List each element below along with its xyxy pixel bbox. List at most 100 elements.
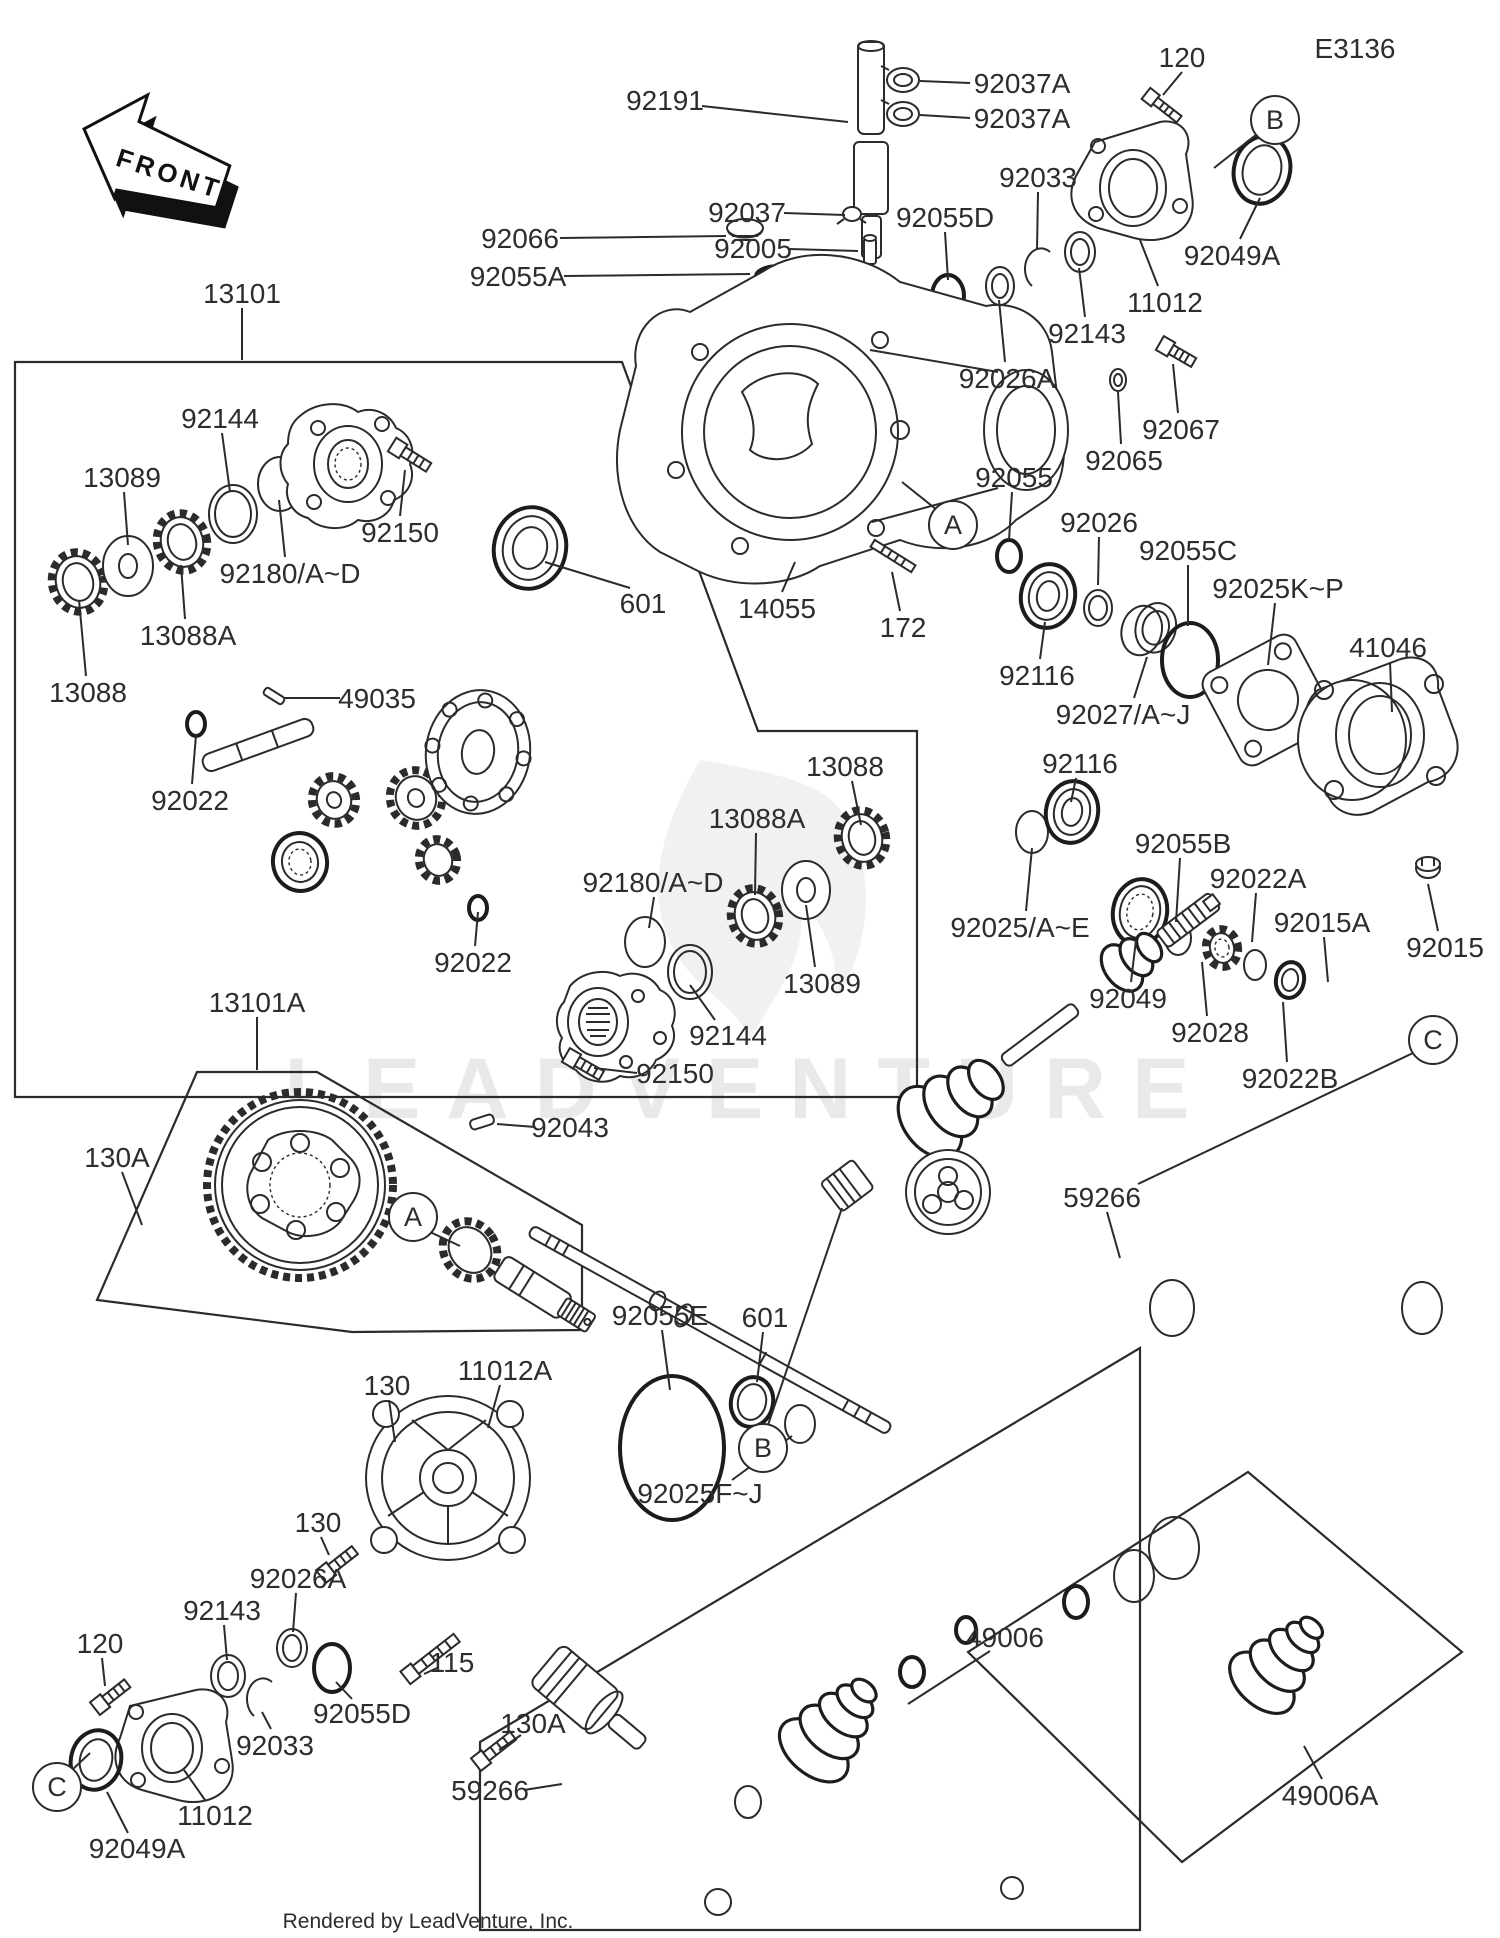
mid-hub-graphic [556,806,891,1083]
ref-balloon-label: A [944,510,962,540]
ref-balloon-label: C [1423,1025,1443,1055]
leader-line [1078,267,1086,318]
ref-balloon-a [388,1192,438,1242]
leader-line [292,1592,297,1633]
leader-line [661,1329,671,1391]
leader-line [1251,892,1257,943]
coupler-graphic [556,970,676,1083]
labels-layer: 9219192037A92037A92037920059206692055A12… [32,42,1484,1864]
leader-line [101,1657,106,1687]
part-label-13088a: 13088A [140,620,237,651]
part-label-601: 601 [620,588,667,619]
part-label-92026a: 92026A [959,363,1056,394]
leader-line [523,1783,563,1791]
leader-line [388,1399,396,1443]
part-label-92049a: 92049A [89,1833,186,1864]
part-label-92025-a-e: 92025/A~E [950,912,1089,943]
leader-line [487,1384,501,1429]
flange-41046-graphic [1297,656,1459,816]
part-label-172: 172 [880,612,927,643]
part-label-92067: 92067 [1142,414,1220,445]
leader-line [496,1123,536,1128]
leader-line [1282,1001,1288,1063]
leader-line [1162,71,1183,96]
leader-line [789,248,859,252]
diff-gears-graphic [185,686,532,922]
part-label-92028: 92028 [1171,1017,1249,1048]
part-label-49006a: 49006A [1282,1780,1379,1811]
part-label-11012: 11012 [1127,287,1203,318]
leader-line [320,1536,330,1556]
leader-line [221,432,231,493]
part-label-92143: 92143 [1048,318,1126,349]
leader-line [1008,491,1013,541]
part-label-130a: 130A [84,1142,150,1173]
leader-line [71,1752,91,1771]
leader-line [805,904,816,968]
part-label-13088: 13088 [49,677,127,708]
leader-line [278,499,286,558]
breather-graphic [836,40,920,265]
part-label-92055d: 92055D [313,1698,411,1729]
leader-line [1097,536,1100,586]
box-front-axle [478,1346,1142,1932]
leader-line [1213,133,1258,169]
leader-line [919,80,971,84]
part-label-92116: 92116 [1042,748,1118,779]
bottom-left-parts-graphic [68,1628,352,1803]
part-label-92144: 92144 [181,403,259,434]
leader-line [123,491,129,546]
leader-line [1175,857,1181,923]
intermediate-shaft-graphic [528,1226,892,1434]
leader-line [191,734,197,785]
part-label-92049: 92049 [1089,983,1167,1014]
part-label-92049a: 92049A [1184,240,1281,271]
ref-balloon-b [1250,95,1300,145]
leader-line [1133,656,1148,699]
part-label-92055d: 92055D [896,202,994,233]
leader-line [756,1331,764,1383]
leader-line [563,273,751,277]
part-label-92026a: 92026A [250,1563,347,1594]
part-label-92180-a-d: 92180/A~D [220,558,361,589]
part-label-92022b: 92022B [1242,1063,1339,1094]
part-label-13088a: 13088A [709,803,806,834]
part-label-130a: 130A [500,1708,566,1739]
leader-line [335,1681,353,1700]
leader-line [891,571,901,612]
leader-line [78,599,87,677]
part-label-115: 115 [430,1647,475,1678]
part-label-92025f-j: 92025F~J [637,1478,762,1509]
front-axle-right-graphic [821,892,1222,1235]
part-label-14055: 14055 [738,593,816,624]
part-label-92027-a-j: 92027/A~J [1056,699,1191,730]
leader-line [544,561,631,589]
part-label-92055a: 92055A [470,261,567,292]
leader-line [998,299,1006,363]
box-diff-assembly [13,360,919,1099]
leader-line [559,235,727,239]
part-label-49006: 49006 [966,1622,1044,1653]
leader-line [781,561,796,593]
leader-line [223,1624,228,1661]
ref-balloon-label: B [1266,105,1284,135]
ref-balloon-c [1408,1015,1458,1065]
leader-line [689,984,716,1021]
diff-case-graphic [424,689,532,815]
ref-balloon-label: B [754,1433,772,1463]
boot-kit-graphic [954,1279,1443,1715]
watermark-text: LEADVENTURE [284,1041,1215,1137]
front-arrow: FRONT [82,91,239,229]
box-boot-kit [966,1470,1464,1864]
leader-line [429,1231,461,1247]
part-label-92150: 92150 [636,1058,714,1089]
leader-line [1239,197,1261,240]
part-label-92055e: 92055E [612,1300,709,1331]
ref-balloon-b [738,1423,788,1473]
part-label-13101a: 13101A [209,987,306,1018]
flange-11012-outline [114,1688,234,1803]
ring-gear-graphic [203,1088,596,1333]
leader-line [901,481,938,511]
